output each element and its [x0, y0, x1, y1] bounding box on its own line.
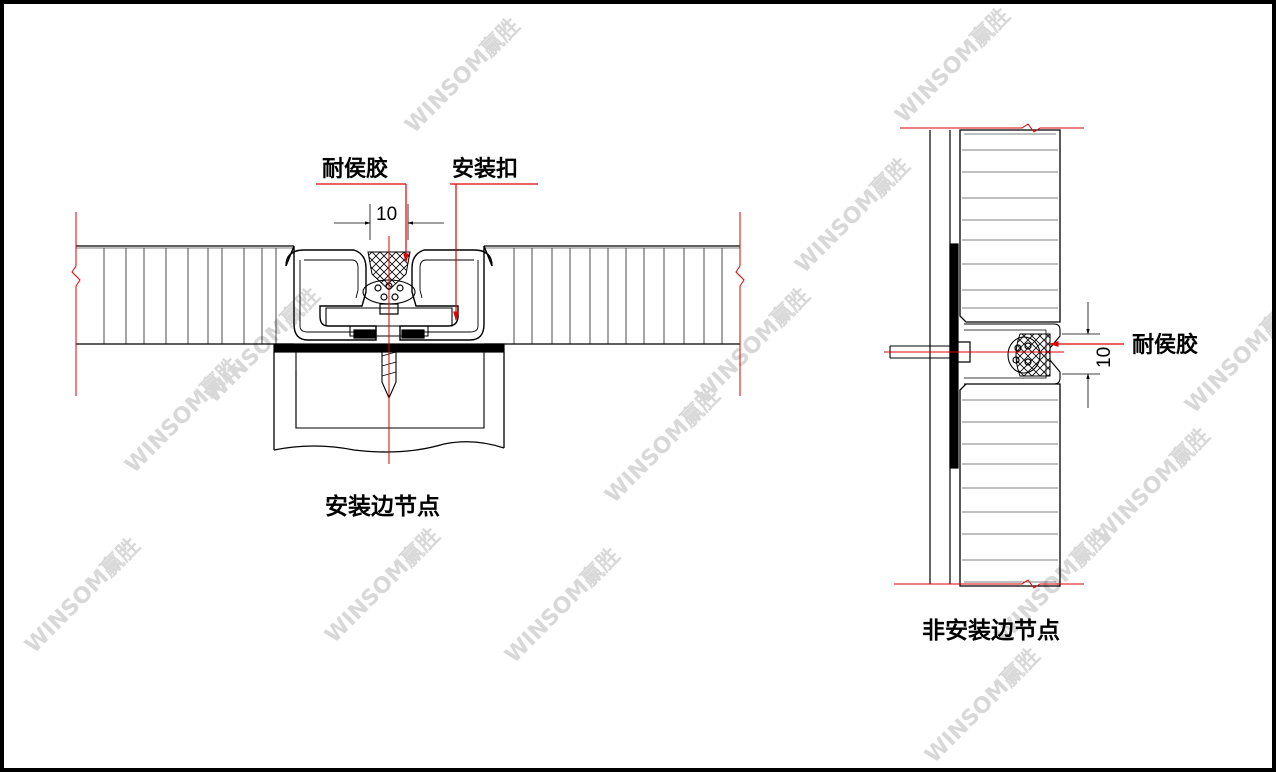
dimension-10-right: 10: [1062, 302, 1115, 408]
label-sealant: 耐侯胶: [322, 156, 388, 182]
watermark: WINSOM赢胜: [920, 643, 1045, 768]
left-sealant-callout: 耐侯胶: [316, 156, 409, 263]
watermark-layer: WINSOM赢胜 WINSOM赢胜 WINSOM赢胜 WINSOM赢胜 WINS…: [20, 4, 1272, 768]
right-sealant-callout: 耐侯胶: [1049, 332, 1198, 358]
watermark: WINSOM赢胜: [320, 523, 445, 648]
watermark: WINSOM赢胜: [400, 13, 525, 138]
dimension-value: 10: [1094, 347, 1115, 368]
caption-install-edge: 安装边节点: [325, 493, 440, 520]
watermark: WINSOM赢胜: [20, 533, 145, 658]
dimension-10-left: 10: [334, 204, 444, 240]
caption-non-install-edge: 非安装边节点: [922, 617, 1060, 644]
label-sealant: 耐侯胶: [1132, 332, 1198, 358]
watermark: WINSOM赢胜: [500, 543, 625, 668]
watermark: WINSOM赢胜: [890, 4, 1015, 128]
dimension-value: 10: [376, 204, 397, 225]
left-clip-callout: 安装扣: [450, 156, 538, 321]
watermark: WINSOM赢胜: [790, 153, 915, 278]
right-joint-drawing: [889, 129, 1061, 587]
watermark: WINSOM赢胜: [1090, 423, 1215, 548]
label-clip: 安装扣: [452, 156, 518, 182]
right-break-lines: [884, 123, 1084, 589]
watermark: WINSOM赢胜: [690, 283, 815, 408]
cad-drawing: WINSOM赢胜 WINSOM赢胜 WINSOM赢胜 WINSOM赢胜 WINS…: [20, 4, 1272, 768]
